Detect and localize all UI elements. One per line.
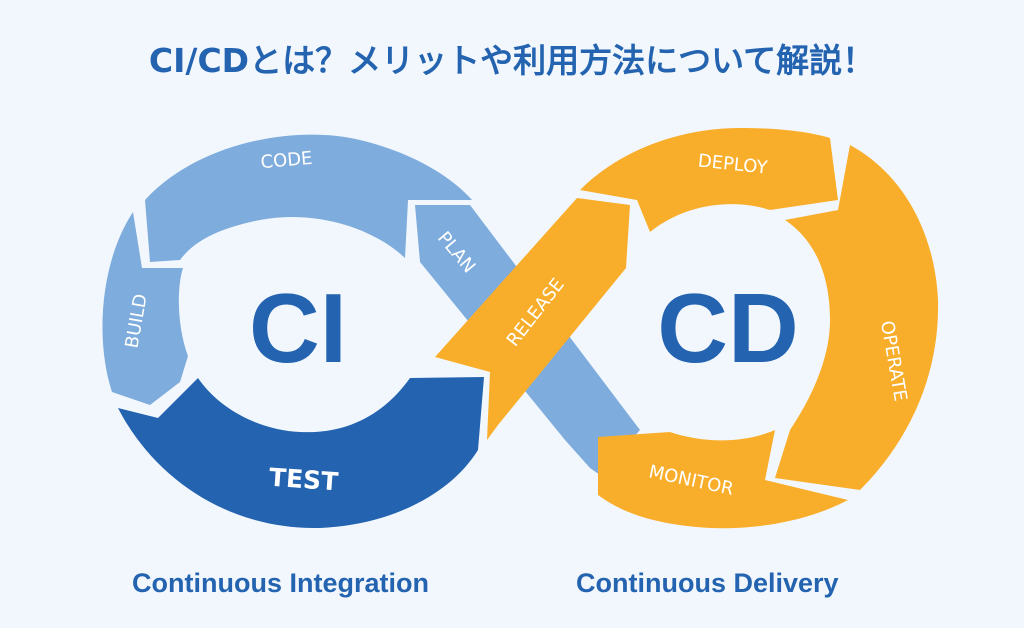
page-title: CI/CDとは？メリットや利用方法について解説！ <box>148 41 876 80</box>
code-segment <box>145 134 472 262</box>
ci-caption: Continuous Integration <box>132 568 429 598</box>
plan-segment <box>418 212 510 320</box>
test-segment <box>118 377 484 529</box>
code-label: CODE <box>260 148 314 173</box>
test-label: TEST <box>268 463 339 497</box>
cd-caption: Continuous Delivery <box>576 568 839 598</box>
monitor-segment <box>598 430 848 529</box>
deploy-segment <box>580 128 838 232</box>
cd-center-label: CD <box>657 273 799 383</box>
release-segment <box>435 198 630 440</box>
build-segment <box>102 212 188 405</box>
operate-segment <box>775 145 939 490</box>
ci-center-label: CI <box>249 273 347 383</box>
